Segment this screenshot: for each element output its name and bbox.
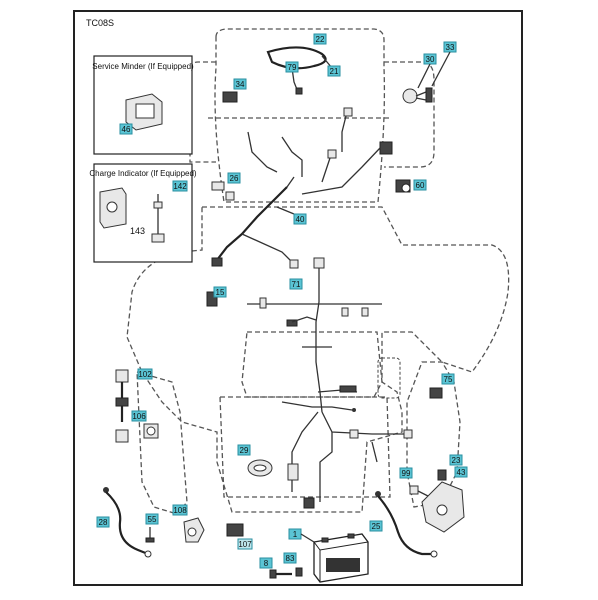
callout-23[interactable]: 23: [449, 454, 463, 466]
svg-text:99: 99: [402, 469, 411, 478]
callout-46[interactable]: 46: [119, 123, 133, 135]
battery-1: [313, 533, 369, 583]
hood-side-left: [189, 61, 216, 163]
charge-indicator-lead: [151, 194, 165, 243]
diagram-code: TC08S: [86, 18, 114, 28]
callout-40[interactable]: 40: [293, 213, 307, 225]
callout-28[interactable]: 28: [96, 516, 110, 528]
svg-text:34: 34: [236, 80, 245, 89]
ground-cable-28: [103, 487, 152, 558]
svg-text:55: 55: [148, 515, 157, 524]
dash-harness: [266, 46, 333, 95]
svg-text:25: 25: [372, 522, 381, 531]
svg-text:28: 28: [99, 518, 108, 527]
nut-83: [295, 567, 303, 577]
fuse-lead-102: [115, 369, 129, 443]
callout-21[interactable]: 21: [327, 65, 341, 77]
starter-108: [183, 517, 205, 543]
callout-43[interactable]: 43: [454, 466, 468, 478]
seat-deck-outline: [241, 331, 383, 398]
svg-text:21: 21: [330, 67, 339, 76]
pto-switch-assembly: [409, 469, 465, 533]
main-harness-40: [211, 107, 393, 269]
lower-harness-71: [247, 257, 413, 509]
svg-text:83: 83: [286, 554, 295, 563]
callout-142[interactable]: 142: [172, 180, 188, 192]
svg-text:30: 30: [426, 55, 435, 64]
callout-83[interactable]: 83: [283, 552, 297, 564]
seat-switch-75: [377, 357, 443, 399]
switch-107: [226, 523, 244, 537]
charge-indicator-title: Charge Indicator (If Equipped): [89, 169, 197, 178]
positive-cable-25: [375, 491, 438, 558]
bolt-8: [269, 569, 292, 579]
callout-75[interactable]: 75: [441, 373, 455, 385]
switch-34: [222, 91, 238, 103]
solenoid-106: [143, 423, 159, 439]
svg-text:8: 8: [264, 559, 269, 568]
callout-107[interactable]: 107: [237, 538, 253, 550]
svg-text:46: 46: [122, 125, 131, 134]
svg-text:22: 22: [316, 35, 325, 44]
svg-text:40: 40: [296, 215, 305, 224]
callout-99[interactable]: 99: [399, 467, 413, 479]
svg-text:43: 43: [457, 468, 466, 477]
svg-text:108: 108: [173, 506, 187, 515]
charge-indicator-gauge: [99, 187, 127, 229]
callout-29[interactable]: 29: [237, 444, 251, 456]
callout-8[interactable]: 8: [259, 557, 273, 569]
svg-text:107: 107: [238, 540, 252, 549]
svg-text:23: 23: [452, 456, 461, 465]
bolt-55: [145, 527, 155, 543]
svg-text:79: 79: [288, 63, 297, 72]
wiring-diagram: TC08S Service Minder (If Equipped) 46 Ch…: [86, 18, 510, 583]
rear-deck-outline: [219, 396, 391, 498]
svg-text:15: 15: [216, 288, 225, 297]
relay-15: [206, 291, 218, 307]
hood-outline: [214, 28, 386, 203]
callout-71[interactable]: 71: [289, 278, 303, 290]
ignition-switch: [402, 87, 433, 104]
callout-1[interactable]: 1: [288, 528, 302, 540]
chassis-outline: [126, 206, 510, 513]
callout-102[interactable]: 102: [137, 368, 153, 380]
svg-text:102: 102: [138, 370, 152, 379]
diagram-frame: TC08S Service Minder (If Equipped) 46 Ch…: [73, 10, 523, 586]
svg-text:1: 1: [293, 530, 298, 539]
callout-108[interactable]: 108: [172, 504, 188, 516]
svg-text:75: 75: [444, 375, 453, 384]
service-minder-title: Service Minder (If Equipped): [92, 62, 194, 71]
callout-26[interactable]: 26: [227, 172, 241, 184]
callout-22[interactable]: 22: [313, 33, 327, 45]
callout-33[interactable]: 33: [443, 41, 457, 53]
light-switch-60: [395, 179, 411, 193]
callout-34[interactable]: 34: [233, 78, 247, 90]
callout-55[interactable]: 55: [145, 513, 159, 525]
svg-text:60: 60: [416, 181, 425, 190]
svg-text:29: 29: [240, 446, 249, 455]
service-minder-unit: [125, 93, 163, 131]
svg-text:106: 106: [132, 412, 146, 421]
callout-106[interactable]: 106: [131, 410, 147, 422]
callout-60[interactable]: 60: [413, 179, 427, 191]
callout-143: 143: [130, 226, 145, 236]
svg-text:33: 33: [446, 43, 455, 52]
callout-30[interactable]: 30: [423, 53, 437, 65]
svg-text:26: 26: [230, 174, 239, 183]
headlight-29: [247, 459, 273, 477]
callout-25[interactable]: 25: [369, 520, 383, 532]
left-fender-outline: [136, 371, 188, 515]
callout-79[interactable]: 79: [285, 61, 299, 73]
svg-text:71: 71: [292, 280, 301, 289]
callout-15[interactable]: 15: [213, 286, 227, 298]
svg-text:142: 142: [173, 182, 187, 191]
